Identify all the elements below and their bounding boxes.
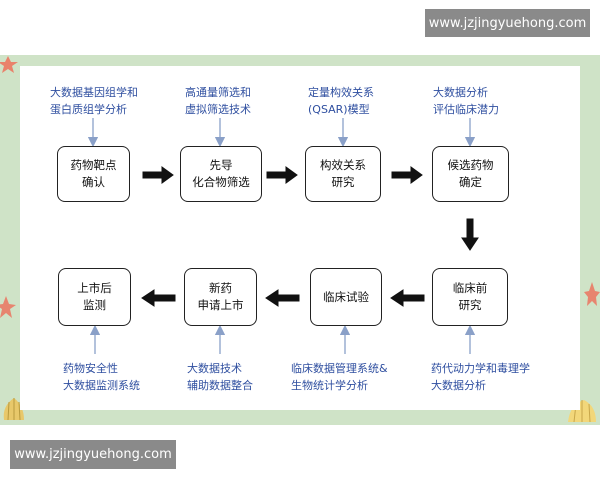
orange-star-decoration-top-left [0,56,18,73]
flow-arrow-1-2 [142,166,174,184]
flow-arrow-2-3 [266,166,298,184]
shell-decoration-bottom-left [3,398,25,421]
note-candidate: 大数据分析评估临床潜力 [433,86,499,116]
step-post-market-monitoring: 上市后监测 [58,268,131,326]
note-preclinical: 药代动力学和毒理学大数据分析 [431,362,530,392]
note-target-identification: 大数据基因组学和蛋白质组学分析 [50,86,138,116]
step-preclinical: 临床前研究 [432,268,508,326]
watermark-top: www.jzjingyuehong.com [425,9,590,37]
starfish-decoration-right [584,282,600,306]
flow-arrow-5-6 [390,289,425,307]
flow-arrow-3-4 [391,166,423,184]
step-sar-study: 构效关系研究 [305,146,381,202]
step-target-identification: 药物靶点确认 [57,146,130,202]
note-lead-screening: 高通量筛选和虚拟筛选技术 [185,86,251,116]
step-clinical-trial: 临床试验 [310,268,382,326]
step-nda-submission: 新药申请上市 [184,268,257,326]
step-lead-screening: 先导化合物筛选 [180,146,262,202]
flowchart-panel [20,66,580,410]
note-nda-submission: 大数据技术辅助数据整合 [187,362,253,392]
note-clinical-trial: 临床数据管理系统&生物统计学分析 [291,362,388,392]
watermark-bottom: www.jzjingyuehong.com [10,440,176,469]
note-sar: 定量构效关系(QSAR)模型 [308,86,374,116]
step-candidate-selection: 候选药物确定 [432,146,509,202]
flow-arrow-7-8 [141,289,176,307]
flow-arrow-6-7 [265,289,300,307]
note-post-market: 药物安全性大数据监测系统 [63,362,140,392]
flow-arrow-4-5 [461,218,479,251]
starfish-decoration-left [0,296,16,318]
